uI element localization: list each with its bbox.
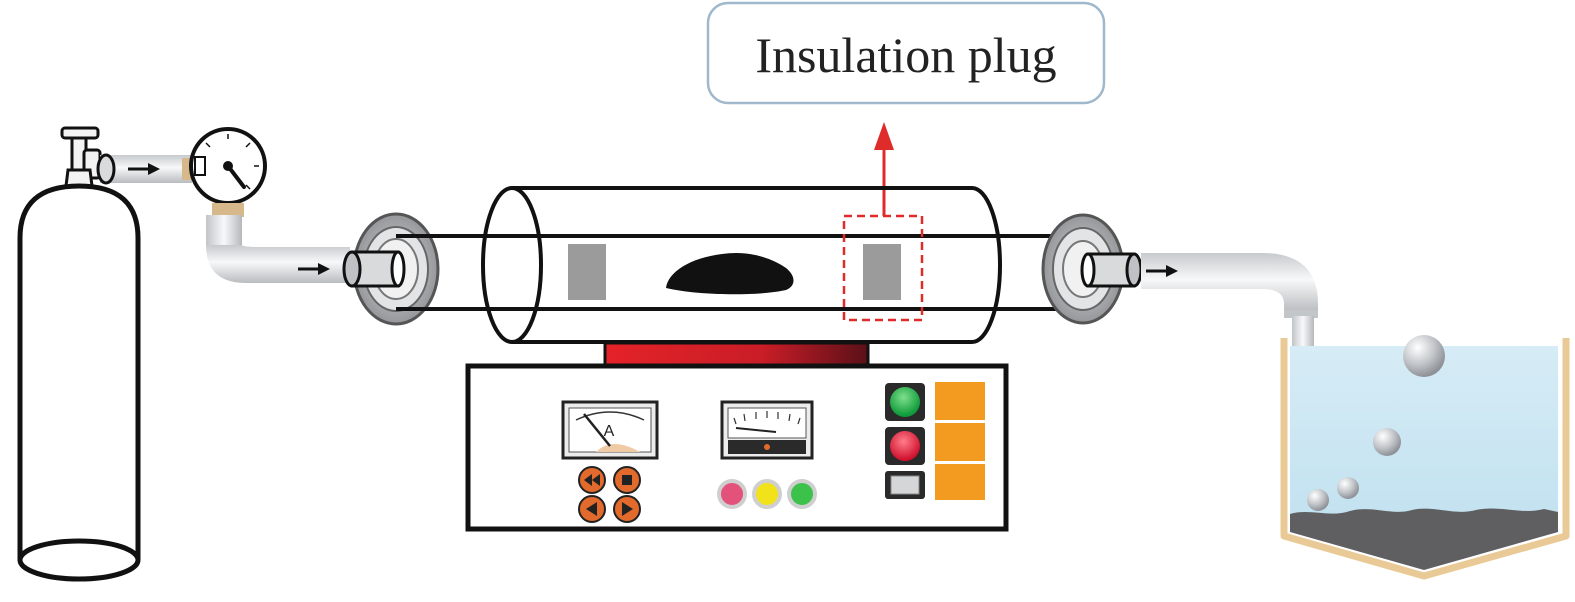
- sample-powder: [666, 252, 794, 295]
- heater-element: [603, 341, 870, 367]
- control-panel: A: [465, 363, 1009, 532]
- rewind-button[interactable]: [578, 466, 606, 494]
- gas-line-pipe: [96, 153, 196, 185]
- callout-label: Insulation plug: [755, 27, 1056, 83]
- callout-box: [706, 1, 1106, 105]
- toggle-switch[interactable]: [885, 471, 925, 499]
- voltmeter-icon: [720, 400, 814, 460]
- insulation-plug-left: [568, 244, 606, 300]
- furnace-tube: [396, 186, 1084, 344]
- pressure-gauge-icon: [189, 127, 267, 217]
- outlet-flange: [1041, 213, 1143, 325]
- inlet-pipe: [206, 215, 350, 283]
- ammeter-control-buttons: [578, 466, 641, 523]
- green-indicator: [787, 479, 817, 509]
- callout-arrow: [874, 122, 894, 216]
- orange-panel-button-3[interactable]: [935, 464, 985, 500]
- sediment: [1290, 508, 1558, 570]
- orange-panel-button-2[interactable]: [935, 423, 985, 461]
- insulation-plug-right: [863, 244, 901, 300]
- orange-panel-button-1[interactable]: [935, 382, 985, 420]
- ammeter-unit-label: A: [604, 423, 615, 440]
- gas-bubble: [1373, 428, 1401, 456]
- pink-indicator: [717, 479, 747, 509]
- water-bath-container: [1280, 335, 1570, 580]
- right-button[interactable]: [613, 495, 641, 523]
- green-start-button[interactable]: [885, 383, 925, 421]
- gas-bubble: [1337, 477, 1359, 499]
- ammeter-icon: A: [561, 400, 659, 460]
- gas-bubble: [1307, 489, 1329, 511]
- gas-cylinder-icon: [17, 126, 141, 582]
- gas-bubble: [1403, 335, 1445, 377]
- left-button[interactable]: [578, 495, 606, 523]
- inlet-flange: [342, 212, 440, 326]
- yellow-indicator: [752, 479, 782, 509]
- insulation-plug-highlight: [842, 214, 924, 322]
- insulation-plug-callout: Insulation plug: [706, 1, 1106, 105]
- stop-button[interactable]: [613, 466, 641, 494]
- red-stop-button[interactable]: [885, 427, 925, 465]
- indicator-lights: [717, 479, 817, 509]
